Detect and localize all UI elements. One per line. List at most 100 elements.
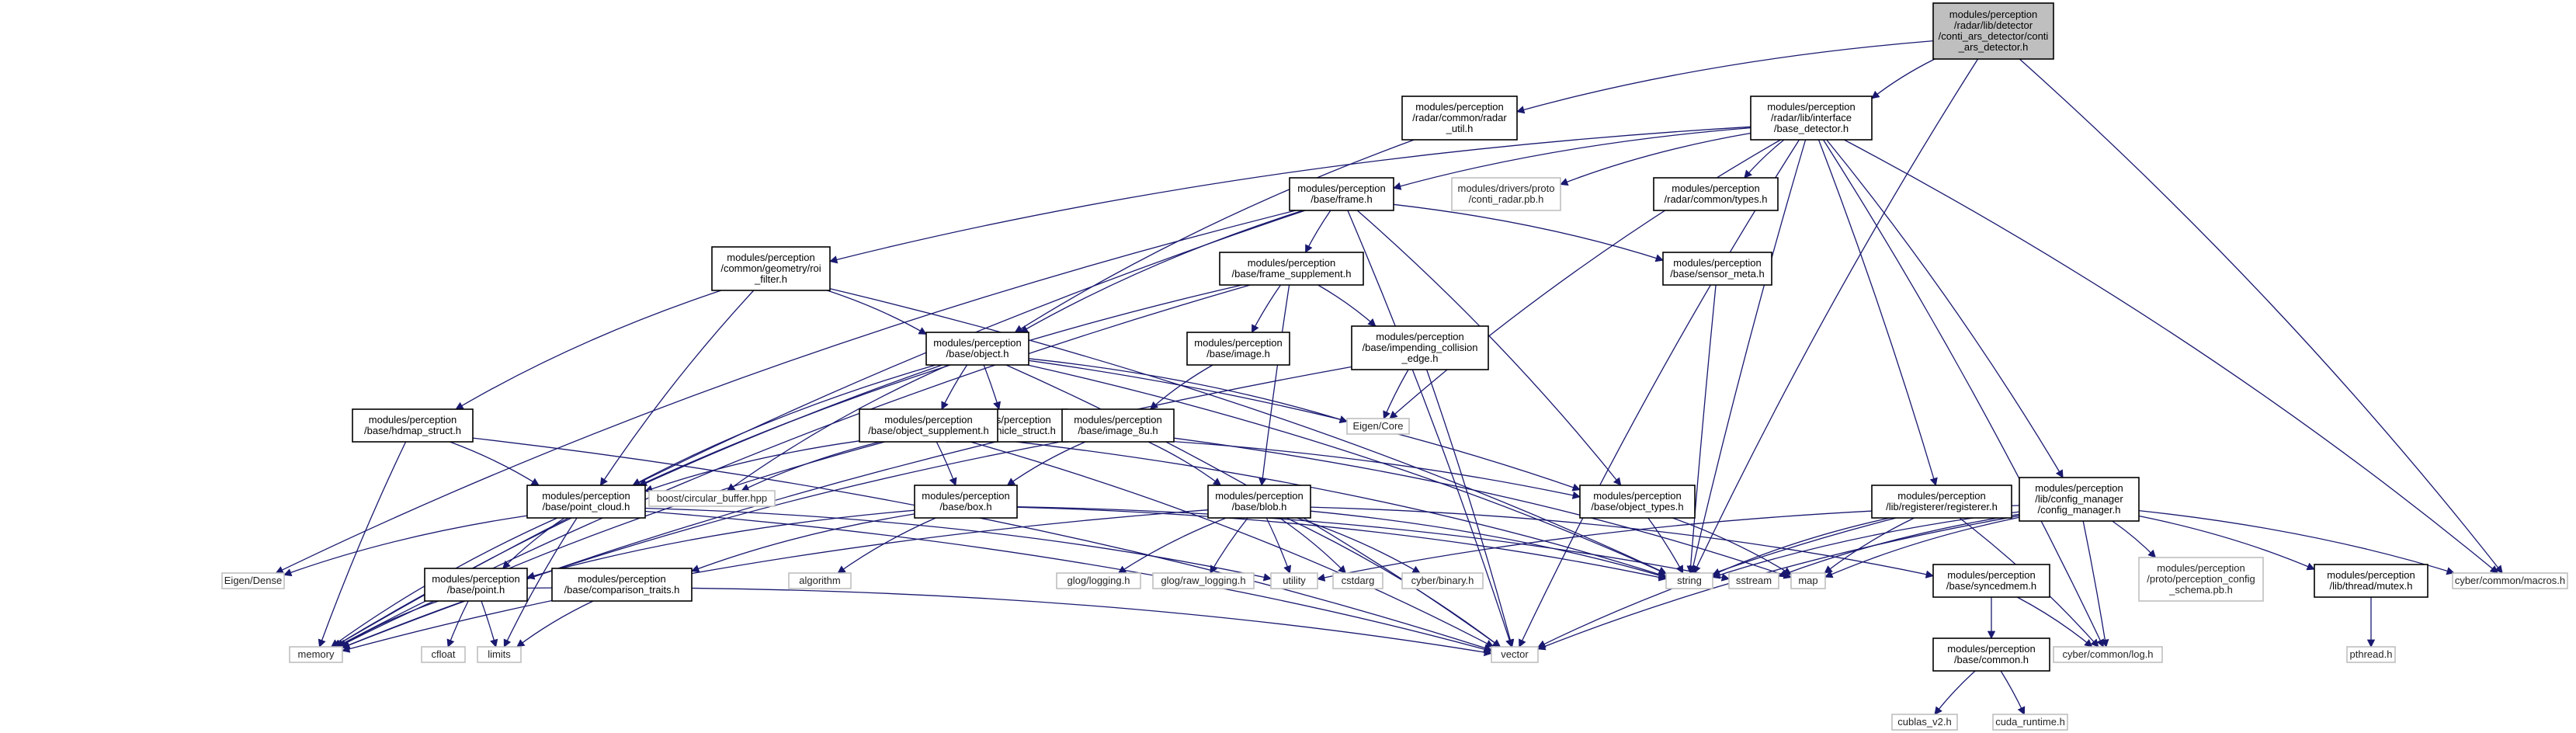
node-eigen-dense[interactable]: Eigen/Dense (221, 572, 285, 589)
node-label-line: cublas_v2.h (1897, 716, 1951, 728)
node-registerer[interactable]: modules/perception/lib/registerer/regist… (1871, 485, 2012, 519)
edge-object-types-to-string (1647, 517, 1684, 574)
node-frame[interactable]: modules/perception/base/frame.h (1289, 177, 1394, 211)
node-box (1750, 96, 1873, 141)
node-cyber-macros[interactable]: cyber/common/macros.h (2452, 572, 2568, 589)
node-memory[interactable]: memory (289, 646, 343, 663)
node-label-line: /conti_ars_detector/conti (1939, 30, 2049, 42)
edge-radar-util-to-object (1014, 139, 1415, 333)
node-cuda-runtime[interactable]: cuda_runtime.h (1992, 714, 2068, 731)
node-eigen-core[interactable]: Eigen/Core (1346, 418, 1410, 435)
edge-base-detector-to-eigen-core (1389, 139, 1781, 419)
node-label-line: /base/hdmap_struct.h (364, 425, 461, 436)
node-cyber-binary[interactable]: cyber/binary.h (1401, 572, 1484, 589)
edge-object-to-circular-buffer (727, 364, 950, 492)
node-glog-logging[interactable]: glog/logging.h (1056, 572, 1141, 589)
edge-base-detector-to-config-manager (1826, 139, 2064, 478)
node-box[interactable]: modules/perception/base/box.h (914, 485, 1018, 519)
edge-base-detector-to-frame (1392, 127, 1751, 190)
node-cublas[interactable]: cublas_v2.h (1891, 714, 1958, 731)
node-blob[interactable]: modules/perception/base/blob.h (1207, 485, 1311, 519)
node-cstdarg[interactable]: cstdarg (1332, 572, 1383, 589)
node-box (788, 572, 852, 589)
node-label-line: modules/perception (2035, 482, 2123, 494)
edge-box-to-string (1016, 506, 1668, 582)
node-label-line: /base/comparison_traits.h (564, 584, 680, 596)
edge-blob-to-vector (1286, 517, 1502, 648)
node-label-line: cyber/common/log.h (2062, 648, 2153, 660)
edge-base-common-to-cublas (1934, 670, 1976, 715)
node-box (1728, 572, 1779, 589)
node-label-line: /lib/thread/mutex.h (2330, 580, 2413, 592)
node-pthread[interactable]: pthread.h (2346, 646, 2396, 663)
edge-base-detector-to-radar-types (1744, 139, 1785, 179)
node-glog-raw-logging[interactable]: glog/raw_logging.h (1152, 572, 1255, 589)
node-label-line: /radar/common/types.h (1665, 193, 1768, 205)
node-box (2053, 646, 2163, 663)
edge-blob-to-string (1310, 510, 1667, 579)
node-label-line: /base/image_8u.h (1078, 425, 1158, 436)
node-box (1061, 408, 1175, 443)
edge-root-to-radar-util (1515, 40, 1934, 114)
node-thread-mutex[interactable]: modules/perception/lib/thread/mutex.h (2314, 564, 2428, 598)
node-comparison-traits[interactable]: modules/perception/base/comparison_trait… (551, 568, 693, 602)
node-base-common[interactable]: modules/perception/base/common.h (1932, 637, 2050, 672)
node-object[interactable]: modules/perception/base/object.h (925, 332, 1029, 366)
node-label-line: /config_manager.h (2038, 504, 2121, 516)
node-radar-util[interactable]: modules/perception/radar/common/radar_ut… (1401, 96, 1518, 141)
node-label-line: modules/perception (727, 252, 814, 263)
node-sensor-meta[interactable]: modules/perception/base/sensor_meta.h (1662, 252, 1772, 286)
node-box (2019, 477, 2140, 522)
node-label-line: _util.h (1446, 123, 1474, 134)
node-label-line: limits (488, 648, 511, 660)
edge-base-detector-to-cyber-log (1822, 139, 2104, 648)
node-label-line: modules/perception (884, 414, 972, 426)
edge-object-types-to-map (1672, 517, 1792, 575)
node-frame-supplement[interactable]: modules/perception/base/frame_supplement… (1219, 252, 1364, 286)
node-cfloat[interactable]: cfloat (421, 646, 466, 663)
edge-object-to-string (1027, 364, 1667, 575)
node-config-manager[interactable]: modules/perception/lib/config_manager/co… (2019, 477, 2140, 522)
node-impending-collision[interactable]: modules/perception/base/impending_collis… (1351, 325, 1489, 370)
node-object-supplement[interactable]: modules/perception/base/object_supplemen… (859, 408, 998, 443)
node-point-cloud[interactable]: modules/perception/base/point_cloud.h (526, 485, 646, 519)
node-perception-config-schema[interactable]: modules/perception/proto/perception_conf… (2138, 557, 2264, 602)
node-label-line: /base/sensor_meta.h (1670, 268, 1764, 280)
node-sstream[interactable]: sstream (1728, 572, 1779, 589)
node-circular-buffer[interactable]: boost/circular_buffer.hpp (648, 490, 776, 507)
node-conti-radar-pb[interactable]: modules/drivers/proto/conti_radar.pb.h (1451, 177, 1561, 211)
edge-object-supplement-to-point-cloud (644, 440, 860, 493)
node-object-types[interactable]: modules/perception/base/object_types.h (1579, 485, 1696, 519)
node-box (289, 646, 343, 663)
node-box (1401, 572, 1484, 589)
node-label-line: map (1798, 575, 1817, 586)
node-cyber-log[interactable]: cyber/common/log.h (2053, 646, 2163, 663)
edge-point-to-limits (481, 600, 498, 648)
edge-frame-supplement-to-blob (1258, 284, 1290, 487)
node-utility[interactable]: utility (1270, 572, 1318, 589)
node-hdmap-struct[interactable]: modules/perception/base/hdmap_struct.h (352, 408, 474, 443)
node-label-line: /base_detector.h (1774, 123, 1849, 134)
edge-impending-collision-to-vector (1425, 369, 1515, 648)
node-limits[interactable]: limits (477, 646, 522, 663)
node-radar-types[interactable]: modules/perception/radar/common/types.h (1653, 177, 1779, 211)
node-root[interactable]: modules/perception/radar/lib/detector/co… (1932, 2, 2054, 60)
node-base-detector[interactable]: modules/perception/radar/lib/interface/b… (1750, 96, 1873, 141)
node-point[interactable]: modules/perception/base/point.h (424, 568, 528, 602)
node-box (1346, 418, 1410, 435)
node-label-line: string (1677, 575, 1702, 586)
node-syncedmem[interactable]: modules/perception/base/syncedmem.h (1932, 564, 2050, 598)
node-label-line: modules/perception (578, 573, 665, 585)
node-label-line: modules/perception (1074, 414, 1161, 426)
node-box (914, 485, 1018, 519)
node-string[interactable]: string (1665, 572, 1713, 589)
node-vector[interactable]: vector (1491, 646, 1539, 663)
node-label-line: _edge.h (1401, 353, 1439, 364)
node-map[interactable]: map (1790, 572, 1826, 589)
node-algorithm[interactable]: algorithm (788, 572, 852, 589)
node-roi-filter[interactable]: modules/perception/common/geometry/roi_f… (711, 246, 831, 291)
node-image-8u[interactable]: modules/perception/base/image_8u.h (1061, 408, 1175, 443)
node-image[interactable]: modules/perception/base/image.h (1186, 332, 1290, 366)
node-label-line: /base/frame_supplement.h (1232, 268, 1352, 280)
edge-point-to-memory (338, 600, 439, 648)
